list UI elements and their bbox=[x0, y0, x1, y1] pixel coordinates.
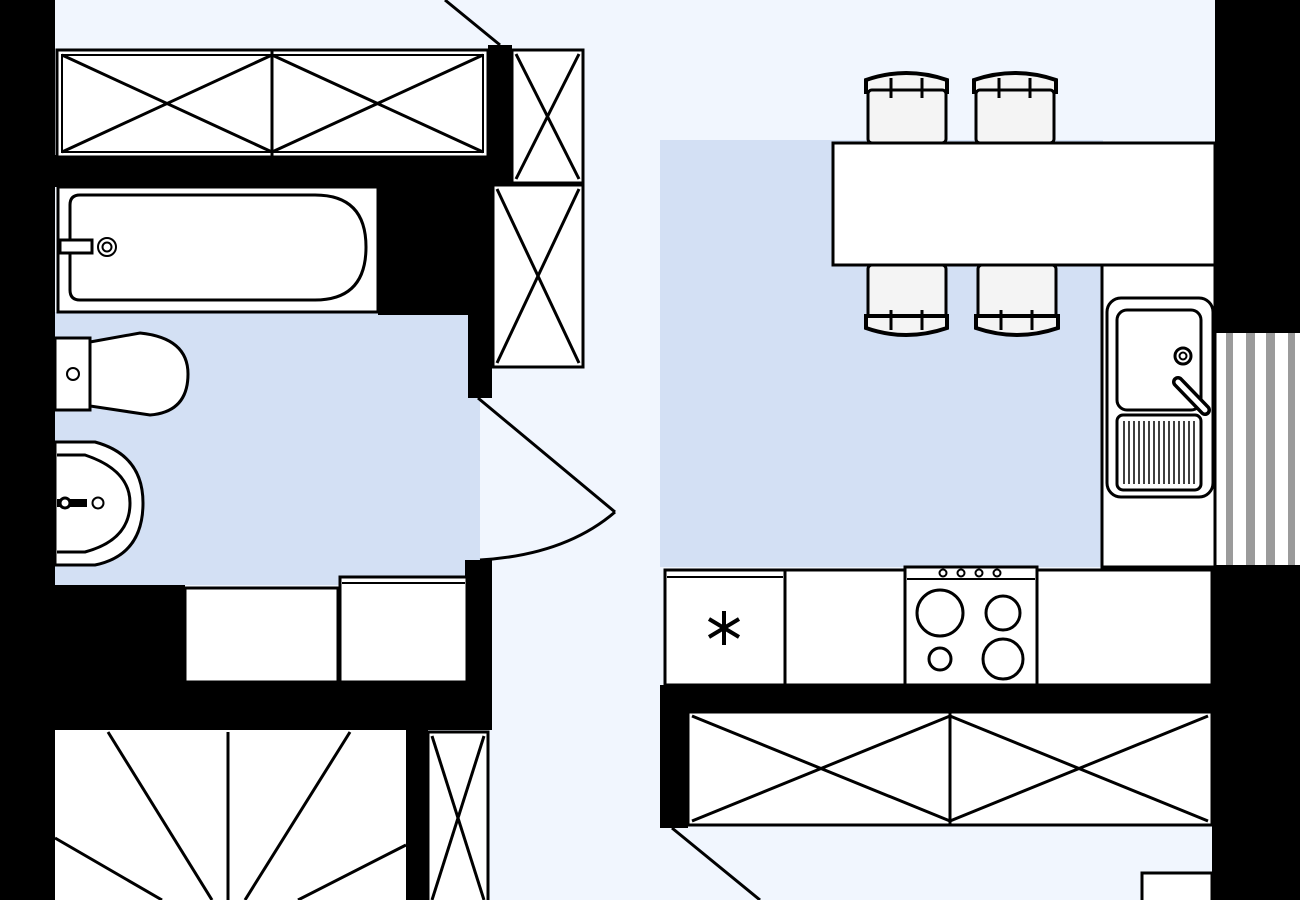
counter-cabinet-2 bbox=[1035, 568, 1214, 687]
fridge bbox=[663, 568, 787, 687]
walk-in-closet-floor bbox=[55, 730, 406, 900]
washbasin-drain bbox=[91, 496, 105, 510]
window-stripe-3 bbox=[1266, 333, 1275, 565]
kitchen-wardrobe bbox=[686, 710, 1214, 827]
washbasin-tap bbox=[57, 499, 87, 507]
cooktop-knob-3 bbox=[974, 568, 984, 578]
kitchen-counter bbox=[663, 565, 1214, 687]
dryer bbox=[338, 575, 469, 684]
cooktop-knob-2 bbox=[956, 568, 966, 578]
window-stripe-1 bbox=[1226, 333, 1233, 565]
wall-bathroom-right-upper bbox=[468, 185, 492, 398]
counter-cabinet-1 bbox=[783, 568, 907, 687]
dining-chair-bottom-left bbox=[864, 263, 949, 337]
kitchen-door-leaf bbox=[671, 826, 761, 900]
cooktop-knob-1 bbox=[938, 568, 948, 578]
washbasin-bowl bbox=[57, 453, 132, 554]
kitchen-wardrobe-cross-2b bbox=[949, 714, 1209, 823]
entry-cabinet-lower bbox=[491, 183, 585, 369]
closet-fan-line-4 bbox=[243, 731, 352, 900]
wardrobe-top-cross-1b bbox=[61, 53, 273, 154]
walk-in-closet bbox=[54, 730, 407, 900]
chair-seat bbox=[866, 263, 948, 320]
washbasin-outer bbox=[53, 440, 145, 567]
bathtub-frame bbox=[56, 185, 380, 314]
asterisk-stroke-diag-2 bbox=[707, 617, 741, 639]
wall-closet-divider bbox=[406, 730, 428, 900]
sink-drain-outer bbox=[1173, 346, 1193, 366]
washing-machine bbox=[183, 586, 340, 684]
sink-drain-inner bbox=[1178, 351, 1188, 361]
bottom-right-box bbox=[1140, 871, 1214, 900]
chair-backrest bbox=[864, 314, 949, 337]
chair-seat bbox=[866, 88, 948, 145]
dining-chair-bottom-right bbox=[974, 263, 1060, 337]
wall-left bbox=[0, 0, 55, 900]
cooktop bbox=[903, 565, 1039, 687]
cooktop-knob-4 bbox=[992, 568, 1002, 578]
chair-seat bbox=[976, 263, 1058, 320]
toilet-bowl bbox=[88, 331, 190, 417]
toilet-icon bbox=[53, 331, 190, 417]
wall-kitchen-post bbox=[660, 712, 688, 828]
entry-cabinet-lower-cross-b bbox=[495, 188, 581, 364]
snowflake-asterisk-icon bbox=[707, 611, 741, 645]
sink-faucet-lever-inner bbox=[1175, 379, 1208, 413]
washbasin-tap-knob bbox=[58, 496, 72, 510]
toilet-flush-button bbox=[66, 367, 80, 381]
bathtub-faucet bbox=[58, 238, 94, 255]
kitchen-wardrobe-cross-1b bbox=[691, 714, 951, 823]
toilet-tank bbox=[53, 336, 92, 412]
chair-backrest bbox=[972, 71, 1058, 94]
wall-right-lower bbox=[1212, 565, 1300, 900]
dining-chair-top-right bbox=[972, 71, 1058, 145]
chair-backrest bbox=[974, 314, 1060, 337]
bathtub-basin bbox=[68, 193, 368, 302]
bathtub-drain-inner bbox=[101, 241, 113, 253]
sink-drainboard-ribs bbox=[1123, 421, 1195, 484]
sink-drainboard bbox=[1115, 413, 1203, 492]
window-stripe-4 bbox=[1288, 333, 1295, 565]
kitchen-sink-icon bbox=[1100, 263, 1217, 569]
window-stripe-2 bbox=[1246, 333, 1255, 565]
burner-small-front-left bbox=[927, 646, 953, 672]
chair-backrest bbox=[864, 71, 949, 94]
closet-narrow-cabinet bbox=[426, 730, 490, 900]
window bbox=[1215, 333, 1300, 565]
entry-cabinet-upper bbox=[510, 48, 585, 185]
four-burner-hob-icon bbox=[903, 565, 1039, 687]
washbasin-icon bbox=[53, 440, 145, 567]
bathtub-drain-outer bbox=[97, 237, 117, 257]
dining-table bbox=[831, 141, 1217, 267]
wall-kitchen-bottom bbox=[660, 685, 1300, 712]
entry-door-leaf bbox=[444, 0, 501, 47]
bathroom-door-swing bbox=[479, 510, 616, 562]
wardrobe-top bbox=[55, 48, 490, 159]
closet-narrow-cabinet-cross-b bbox=[430, 735, 486, 900]
entry-cabinet-upper-cross-b bbox=[514, 53, 581, 180]
closet-fan-line-1 bbox=[54, 836, 163, 900]
bathroom-door-leaf bbox=[477, 396, 616, 514]
bathtub-icon bbox=[56, 185, 380, 314]
sink-bowl bbox=[1115, 308, 1203, 412]
closet-fan-line-5 bbox=[297, 843, 407, 900]
wall-right-upper bbox=[1215, 0, 1300, 333]
burner-large-back-left bbox=[915, 588, 965, 638]
closet-fan-line-2 bbox=[106, 731, 214, 900]
dining-chair-top-left bbox=[864, 71, 949, 145]
wall-bathroom-bottom bbox=[55, 680, 492, 730]
chair-seat bbox=[974, 88, 1056, 145]
burner-front-right bbox=[981, 637, 1025, 681]
wardrobe-top-cross-2b bbox=[271, 53, 484, 154]
wall-bathroom-top bbox=[55, 155, 492, 187]
burner-back-right bbox=[984, 594, 1022, 632]
